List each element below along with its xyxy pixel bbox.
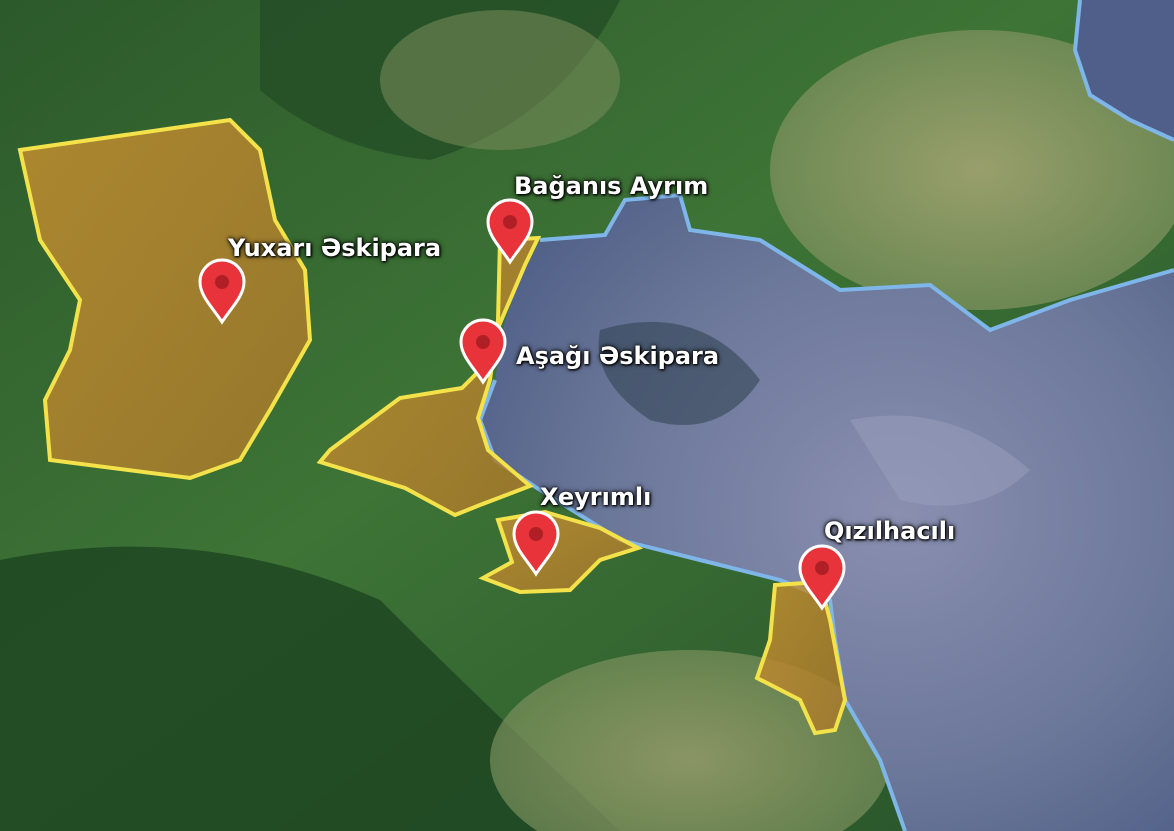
mountain-slope — [850, 415, 1030, 506]
marker-baganis-ayrim[interactable] — [486, 198, 534, 265]
label-asagi-eskipara: Aşağı Əskipara — [516, 342, 720, 370]
map-pin-icon — [459, 318, 507, 385]
map-pin-icon — [798, 544, 846, 611]
map-pin-icon — [198, 258, 246, 325]
mountain-ridge — [598, 321, 760, 425]
label-qizilhacili: Qızılhacılı — [824, 517, 956, 545]
border-line-northeast — [1072, 0, 1174, 142]
map-pin-icon — [486, 198, 534, 265]
light-terrain-northeast — [770, 30, 1174, 310]
marker-xeyrimli[interactable] — [512, 510, 560, 577]
label-baganis-ayrim: Bağanıs Ayrım — [514, 172, 709, 200]
area-asagi-eskipara[interactable] — [316, 235, 542, 518]
border-line-north — [539, 192, 1174, 333]
label-yuxari-eskipara: Yuxarı Əskipara — [228, 234, 442, 262]
marker-asagi-eskipara[interactable] — [459, 318, 507, 385]
marker-qizilhacili[interactable] — [798, 544, 846, 611]
light-terrain-north — [380, 10, 620, 150]
dark-forest-south — [0, 546, 620, 831]
area-yuxari-eskipara[interactable] — [17, 117, 313, 481]
label-xeyrimli: Xeyrımlı — [540, 483, 652, 511]
marker-yuxari-eskipara[interactable] — [198, 258, 246, 325]
map-pin-icon — [512, 510, 560, 577]
blue-region-northeast — [1075, 0, 1174, 140]
